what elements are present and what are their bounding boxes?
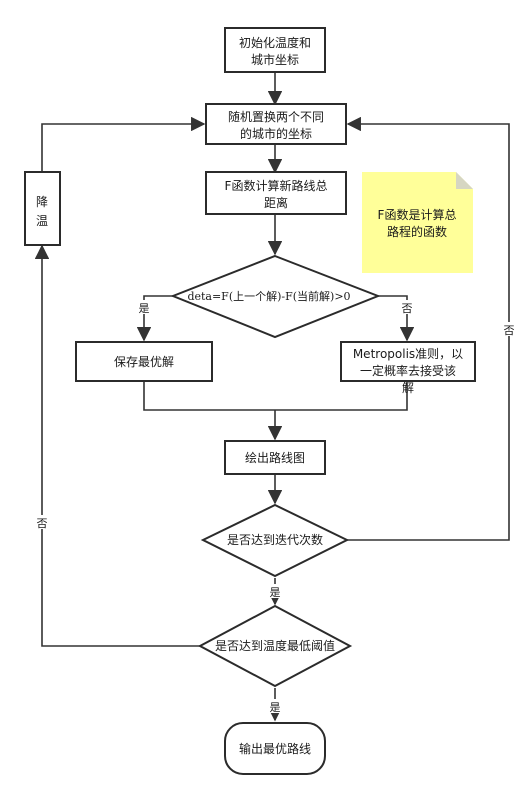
node-swap-line2: 的城市的坐标 (240, 126, 312, 141)
node-swap-line1: 随机置换两个不同 (228, 109, 324, 124)
node-init-line1: 初始化温度和 (239, 35, 311, 50)
label-yes-left: 是 (139, 302, 150, 315)
edge-labels: 是 否 否 是 否 是 (35, 300, 516, 714)
node-iter-check[interactable]: 是否达到迭代次数 (200, 503, 350, 578)
sticky-note: F函数是计算总 路程的函数 (362, 172, 473, 273)
node-save-text: 保存最优解 (114, 355, 174, 369)
edge-merge (143, 381, 408, 411)
node-init-line2: 城市坐标 (251, 52, 299, 67)
node-metropolis-line2: 一定概率去接受该 (360, 363, 456, 378)
edge-delta-metropolis (378, 295, 415, 342)
node-compute[interactable]: F函数计算新路线总 距离 (205, 171, 347, 215)
sticky-note-line1: F函数是计算总 (378, 207, 457, 222)
node-output[interactable]: 输出最优路线 (224, 722, 326, 775)
node-delta[interactable]: deta=F(上一个解)-F(当前解)>0 (170, 254, 381, 339)
edge-temp-cool-no (34, 244, 200, 647)
label-no-right: 否 (402, 302, 413, 315)
node-compute-line1: F函数计算新路线总 (225, 178, 328, 193)
node-swap[interactable]: 随机置换两个不同 的城市的坐标 (205, 103, 347, 145)
node-metropolis[interactable]: Metropolis准则，以 一定概率去接受该 解 (340, 341, 476, 395)
node-save[interactable]: 保存最优解 (75, 341, 213, 382)
node-temp-check[interactable]: 是否达到温度最低阈值 (197, 604, 353, 688)
node-delta-text: deta=F(上一个解)-F(当前解)>0 (187, 289, 350, 303)
label-no-temp: 否 (37, 517, 48, 530)
node-output-text: 输出最优路线 (239, 741, 311, 756)
node-cool-line1: 降 (36, 195, 48, 209)
edge-delta-save (136, 295, 173, 342)
sticky-note-line2: 路程的函数 (387, 224, 447, 239)
node-iter-check-text: 是否达到迭代次数 (227, 532, 323, 547)
node-draw[interactable]: 绘出路线图 (224, 440, 326, 475)
node-cool-line2: 温 (36, 214, 48, 228)
node-init[interactable]: 初始化温度和 城市坐标 (224, 27, 326, 73)
node-draw-text: 绘出路线图 (245, 450, 305, 465)
label-no-iter: 否 (504, 324, 515, 337)
node-compute-line2: 距离 (264, 195, 288, 210)
node-cool[interactable]: 降 温 (24, 171, 61, 246)
node-metropolis-line1: Metropolis准则，以 (353, 347, 463, 361)
edge-cool-swap (41, 116, 206, 172)
node-metropolis-line3: 解 (402, 381, 414, 395)
node-temp-check-text: 是否达到温度最低阈值 (215, 638, 335, 653)
label-yes-iter: 是 (270, 586, 281, 599)
label-yes-temp: 是 (270, 701, 281, 714)
